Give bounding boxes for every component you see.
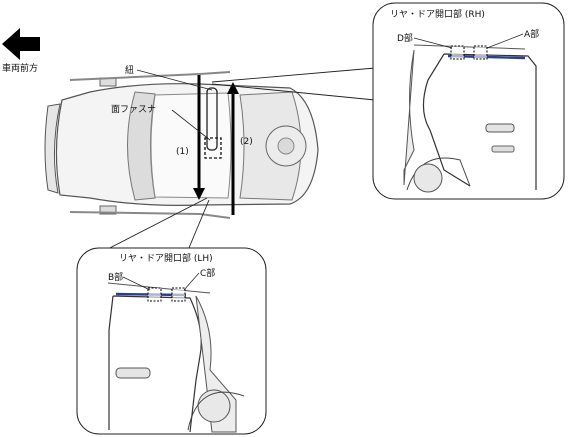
rh-detail-panel: リヤ・ドア開口部 (RH) D部 A部 [372, 2, 565, 200]
lh-wheel-arch [187, 391, 245, 431]
lh-part-b-label: B部 [108, 271, 123, 283]
cord-strap [206, 87, 218, 151]
lh-panel-title: リヤ・ドア開口部 (LH) [119, 252, 213, 264]
lh-part-c-label: C部 [200, 267, 215, 279]
lh-wheel [197, 389, 231, 423]
rh-connector [211, 67, 376, 101]
front-bumper [44, 103, 61, 194]
lh-armrest [115, 367, 151, 379]
roof-rail-top [69, 71, 231, 81]
fastener-leader [171, 109, 211, 141]
mirror-right [99, 205, 117, 215]
rh-part-a-label: A部 [524, 28, 539, 40]
arrow-down-icon [193, 188, 205, 200]
roof-rail-bottom [69, 211, 231, 219]
rh-c-pillar [403, 49, 415, 186]
front-direction-indicator: 車両前方 [2, 28, 40, 74]
cord-label: 紐 [125, 64, 134, 76]
lh-connector [97, 197, 210, 256]
rh-wheel [413, 163, 443, 193]
step2-label: (2) [240, 137, 253, 147]
roof-panel [150, 92, 232, 199]
lh-part-b-leader [122, 276, 151, 291]
lh-detail-panel: リヤ・ドア開口部 (LH) B部 C部 [76, 247, 267, 435]
spare-tire-hub [277, 137, 295, 155]
rh-roof-line [413, 44, 526, 50]
rh-wheel-arch [406, 157, 471, 191]
fastener-label: 面ファスナ [111, 104, 156, 115]
step1-label: (1) [176, 147, 189, 157]
left-arrow-icon [2, 28, 40, 60]
rh-part-d-box [450, 45, 465, 60]
rh-panel-title: リヤ・ドア開口部 (RH) [390, 8, 485, 20]
rh-part-a-leader [486, 33, 524, 49]
rh-armrest [485, 123, 515, 133]
cord-leader [136, 69, 213, 91]
rh-part-a-box [473, 45, 488, 60]
callouts: 紐 面ファスナ [111, 64, 213, 141]
arrow-up-icon [227, 82, 239, 94]
movement-arrows: (1) (2) [176, 75, 253, 215]
lh-part-c-box [171, 287, 186, 302]
vehicle-front-label: 車両前方 [2, 62, 38, 74]
lh-part-c-leader [183, 272, 200, 291]
vehicle-top-view [44, 71, 319, 219]
rh-part-d-label: D部 [397, 32, 413, 44]
rh-seatbelt-anchor [491, 145, 515, 153]
hook-loop-fastener [204, 137, 222, 159]
lh-part-b-box [147, 287, 162, 302]
rh-part-d-leader [413, 37, 453, 49]
